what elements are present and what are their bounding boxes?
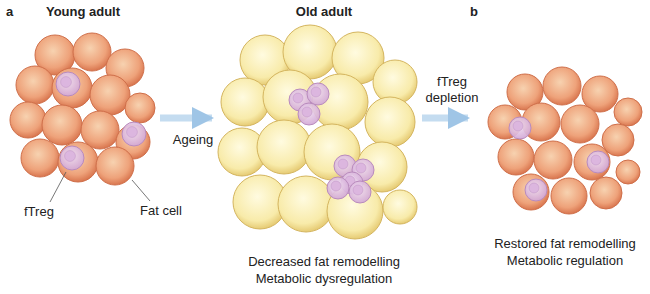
fat-cell	[383, 190, 417, 224]
treg-body	[509, 117, 531, 139]
treg-nucleus	[338, 159, 348, 169]
treg-cell	[122, 122, 146, 146]
treg-nucleus	[591, 155, 601, 165]
treg-nucleus	[513, 121, 523, 131]
treg-body	[60, 146, 84, 170]
treg-nucleus	[331, 181, 341, 191]
treg-nucleus	[293, 93, 303, 103]
fat-cell	[543, 67, 581, 105]
fat-cell	[52, 68, 92, 108]
treg-body	[525, 179, 547, 201]
process-arrow	[160, 115, 212, 122]
treg-nucleus	[356, 163, 366, 173]
fat-cell-cluster	[218, 25, 417, 239]
fat-cell	[257, 120, 311, 174]
fat-cell	[221, 78, 269, 126]
fat-cell	[574, 144, 610, 180]
treg-cell	[298, 103, 320, 125]
outcome-text: Metabolic regulation	[507, 253, 623, 270]
treg-cell	[525, 179, 547, 201]
treg-nucleus	[127, 127, 138, 138]
arrow-label: fTreg depletion	[420, 74, 484, 107]
fat-cell	[278, 176, 334, 232]
treg-cell	[327, 177, 349, 199]
treg-nucleus	[302, 107, 312, 117]
treg-nucleus	[311, 87, 321, 97]
treg-cell	[509, 117, 531, 139]
outcome-text: Metabolic dysregulation	[256, 271, 393, 288]
cell-clusters	[10, 25, 642, 239]
treg-nucleus	[529, 183, 539, 193]
treg-body	[56, 72, 80, 96]
leader-line	[132, 180, 150, 201]
outcome-text: Restored fat remodelling	[494, 236, 636, 253]
treg-body	[122, 122, 146, 146]
fat-cell	[590, 177, 622, 209]
fat-cell	[513, 174, 549, 210]
fat-cell	[81, 111, 119, 149]
fat-cell	[561, 105, 599, 143]
cell-label: Fat cell	[140, 203, 182, 219]
outcome-text: Decreased fat remodelling	[248, 254, 400, 271]
fat-cell-cluster	[488, 67, 642, 214]
fat-cell	[551, 178, 587, 214]
fat-cell-cluster	[10, 33, 155, 185]
cell-label: fTreg	[24, 204, 54, 220]
arrow-label: Ageing	[153, 132, 233, 148]
fat-cell	[498, 139, 534, 175]
process-arrow	[422, 115, 468, 122]
panel-letter: a	[6, 4, 13, 20]
treg-body	[307, 83, 329, 105]
leader-lines	[50, 172, 150, 202]
treg-cell	[587, 151, 609, 173]
treg-cell	[60, 146, 84, 170]
treg-body	[327, 177, 349, 199]
leader-line	[50, 172, 66, 202]
fat-cell	[10, 102, 46, 138]
fat-cell	[614, 98, 642, 126]
treg-cells	[56, 72, 609, 203]
fat-cell	[125, 93, 155, 123]
fat-cell	[16, 66, 54, 104]
treg-cell	[56, 72, 80, 96]
cell-cluster-node: Restored fat remodellingMetabolic regula…	[484, 60, 646, 272]
fat-cell	[616, 160, 640, 184]
treg-body	[298, 103, 320, 125]
treg-cell	[307, 83, 329, 105]
treg-cell	[349, 181, 371, 203]
fat-cell	[21, 139, 59, 177]
fat-cell	[365, 97, 415, 147]
treg-body	[349, 181, 371, 203]
fat-cell	[96, 147, 134, 185]
treg-body	[587, 151, 609, 173]
fat-cell	[42, 105, 82, 145]
panel-heading: Old adult	[296, 4, 352, 21]
treg-nucleus	[61, 77, 72, 88]
fat-cell	[534, 141, 572, 179]
fat-cell	[73, 33, 111, 71]
fat-cell	[90, 75, 130, 115]
panel-letter: b	[470, 4, 478, 20]
cell-cluster-node: Young adult	[8, 2, 158, 192]
cell-cluster-node: Old adultDecreased fat remodellingMetabo…	[228, 2, 420, 290]
treg-nucleus	[65, 151, 76, 162]
panel-heading: Young adult	[46, 4, 120, 21]
treg-nucleus	[353, 185, 363, 195]
